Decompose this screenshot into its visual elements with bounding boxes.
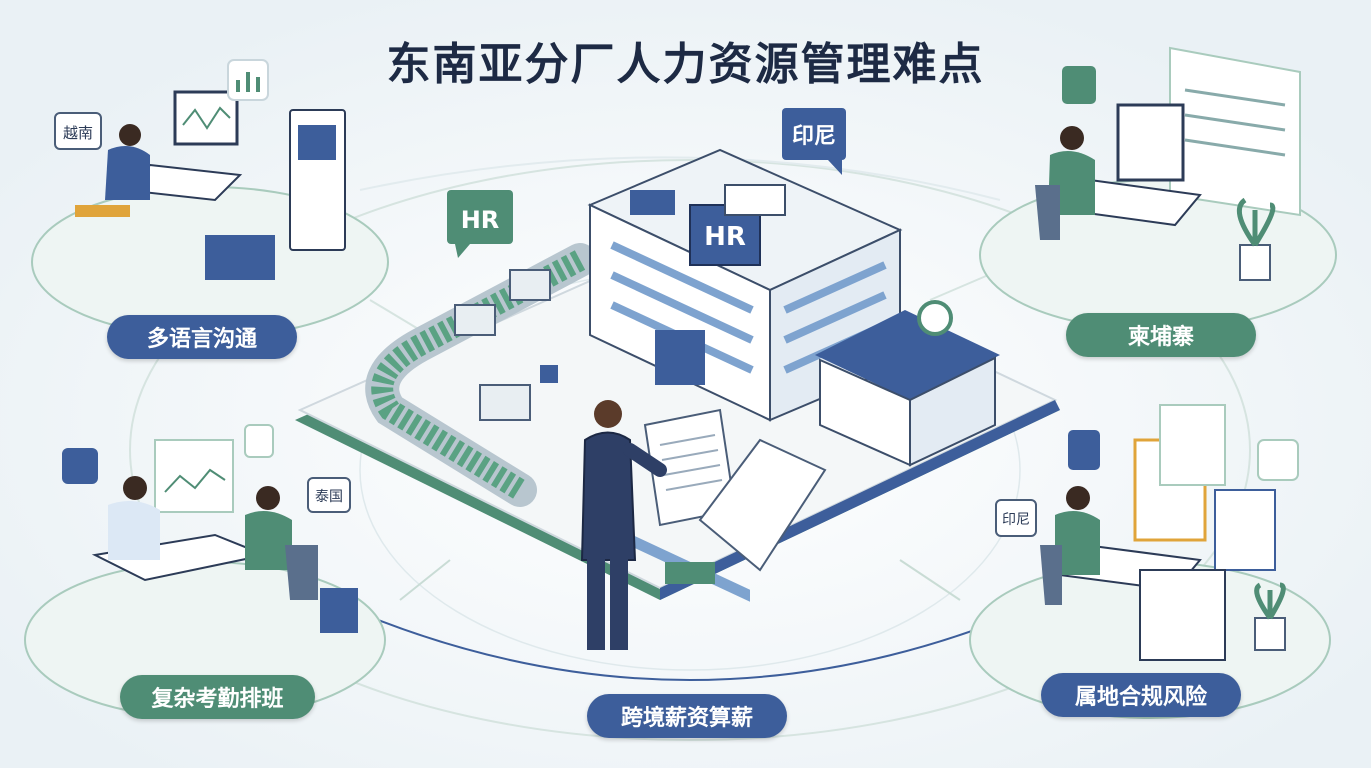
tag-indonesia-small-label: 印尼 (1002, 512, 1030, 528)
scene-bottom-left (62, 424, 358, 633)
label-cross-border-payroll: 跨境薪资算薪 (587, 694, 787, 738)
label-cambodia: 柬埔寨 (1066, 313, 1256, 357)
tag-vietnam-label: 越南 (63, 124, 93, 142)
country-tag-indonesia-label: 印尼 (792, 124, 836, 149)
tag-thailand-label: 泰国 (315, 489, 343, 505)
manager-figure (580, 400, 667, 650)
page-title: 东南亚分厂人力资源管理难点 (386, 39, 985, 90)
payroll-documents (643, 408, 827, 584)
scene-top-right (1035, 46, 1301, 281)
label-local-compliance-risk: 属地合规风险 (1041, 673, 1241, 717)
hr-sign-label: HR (704, 222, 746, 252)
hr-flag (447, 190, 513, 258)
scene-bottom-right (995, 404, 1299, 661)
label-complex-scheduling: 复杂考勤排班 (120, 675, 315, 719)
hr-flag-label: HR (461, 206, 500, 234)
label-multilingual-communication: 多语言沟通 (107, 315, 297, 359)
conveyor-line (365, 243, 597, 507)
country-tag-indonesia (782, 108, 846, 175)
scene-top-left (54, 59, 346, 280)
side-building (815, 300, 1000, 467)
